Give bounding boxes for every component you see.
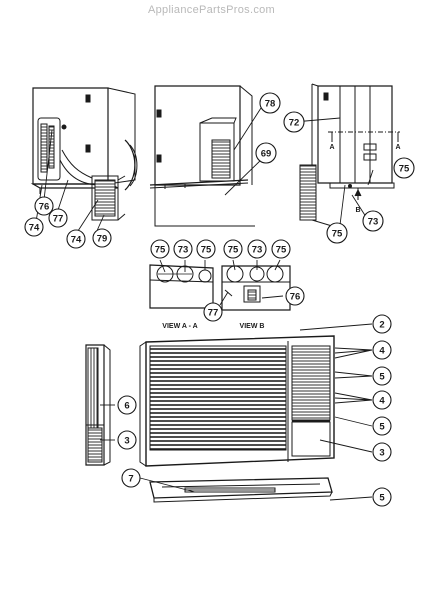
- front-grille-panel: [139, 335, 335, 467]
- view-a-a-label: VIEW A - A: [162, 323, 197, 330]
- callout-78: 78: [259, 92, 281, 114]
- svg-text:3: 3: [124, 436, 129, 447]
- svg-text:72: 72: [289, 118, 300, 129]
- svg-text:77: 77: [53, 214, 64, 225]
- watermark-text: AppliancePartsPros.com: [147, 4, 276, 16]
- callout-76-b: 76: [285, 286, 305, 306]
- side-grille-part: [85, 344, 111, 466]
- callout-75-lower: 75: [326, 222, 348, 244]
- svg-text:78: 78: [265, 99, 276, 110]
- callout-75-b-left: 75: [223, 239, 243, 259]
- callout-75-aa-right: 75: [196, 239, 216, 259]
- view-b-detail: [221, 265, 291, 311]
- callout-77-b: 77: [203, 302, 223, 322]
- svg-text:3: 3: [379, 448, 384, 459]
- svg-text:5: 5: [379, 372, 385, 383]
- svg-text:75: 75: [276, 245, 287, 256]
- svg-text:5: 5: [379, 422, 385, 433]
- callout-4-upper: 4: [372, 340, 392, 360]
- svg-text:79: 79: [97, 234, 108, 245]
- callout-7: 7: [121, 468, 141, 488]
- callout-74-mid: 74: [66, 229, 86, 249]
- svg-text:75: 75: [228, 245, 239, 256]
- callout-74-left: 74: [24, 217, 44, 237]
- callout-5-upper: 5: [372, 366, 392, 386]
- svg-text:75: 75: [332, 229, 343, 240]
- callout-5-middle: 5: [372, 416, 392, 436]
- callout-73-aa: 73: [173, 239, 193, 259]
- callout-76-top: 76: [34, 196, 54, 216]
- callout-3-left: 3: [117, 430, 137, 450]
- callout-72: 72: [283, 111, 305, 133]
- section-letter-a-right: A: [395, 144, 400, 151]
- svg-text:4: 4: [379, 346, 385, 357]
- callout-73-b: 73: [247, 239, 267, 259]
- svg-text:74: 74: [29, 223, 40, 234]
- svg-text:75: 75: [155, 245, 166, 256]
- section-letter-b: B: [355, 207, 360, 214]
- callout-2: 2: [372, 314, 392, 334]
- svg-text:2: 2: [379, 320, 384, 331]
- svg-text:77: 77: [208, 308, 219, 319]
- svg-text:76: 76: [290, 292, 301, 303]
- top-right-assembly: [299, 83, 400, 227]
- callout-69: 69: [255, 142, 277, 164]
- view-a-a-detail: [149, 264, 214, 309]
- callout-75-b-right: 75: [271, 239, 291, 259]
- callout-75-aa-left: 75: [150, 239, 170, 259]
- svg-text:75: 75: [201, 245, 212, 256]
- callout-75-right: 75: [393, 157, 415, 179]
- callout-6: 6: [117, 395, 137, 415]
- leader-lines: [35, 107, 374, 501]
- svg-text:73: 73: [252, 245, 263, 256]
- top-left-assembly: [30, 87, 138, 221]
- callout-73-right: 73: [362, 210, 384, 232]
- svg-text:75: 75: [399, 164, 410, 175]
- callout-5-bottom: 5: [372, 487, 392, 507]
- svg-text:6: 6: [124, 401, 129, 412]
- section-letter-a-left: A: [329, 144, 334, 151]
- svg-text:5: 5: [379, 493, 385, 504]
- svg-text:4: 4: [379, 396, 385, 407]
- top-middle-assembly: [149, 85, 255, 227]
- view-b-label: VIEW B: [240, 323, 265, 330]
- callout-3-right: 3: [372, 442, 392, 462]
- callout-77-top: 77: [48, 208, 68, 228]
- svg-text:73: 73: [178, 245, 189, 256]
- svg-text:69: 69: [261, 149, 272, 160]
- callout-79: 79: [92, 228, 112, 248]
- base-tray-part: [149, 477, 333, 503]
- callout-4-lower: 4: [372, 390, 392, 410]
- svg-text:73: 73: [368, 217, 379, 228]
- svg-text:7: 7: [128, 474, 133, 485]
- svg-text:76: 76: [39, 202, 50, 213]
- svg-text:74: 74: [71, 235, 82, 246]
